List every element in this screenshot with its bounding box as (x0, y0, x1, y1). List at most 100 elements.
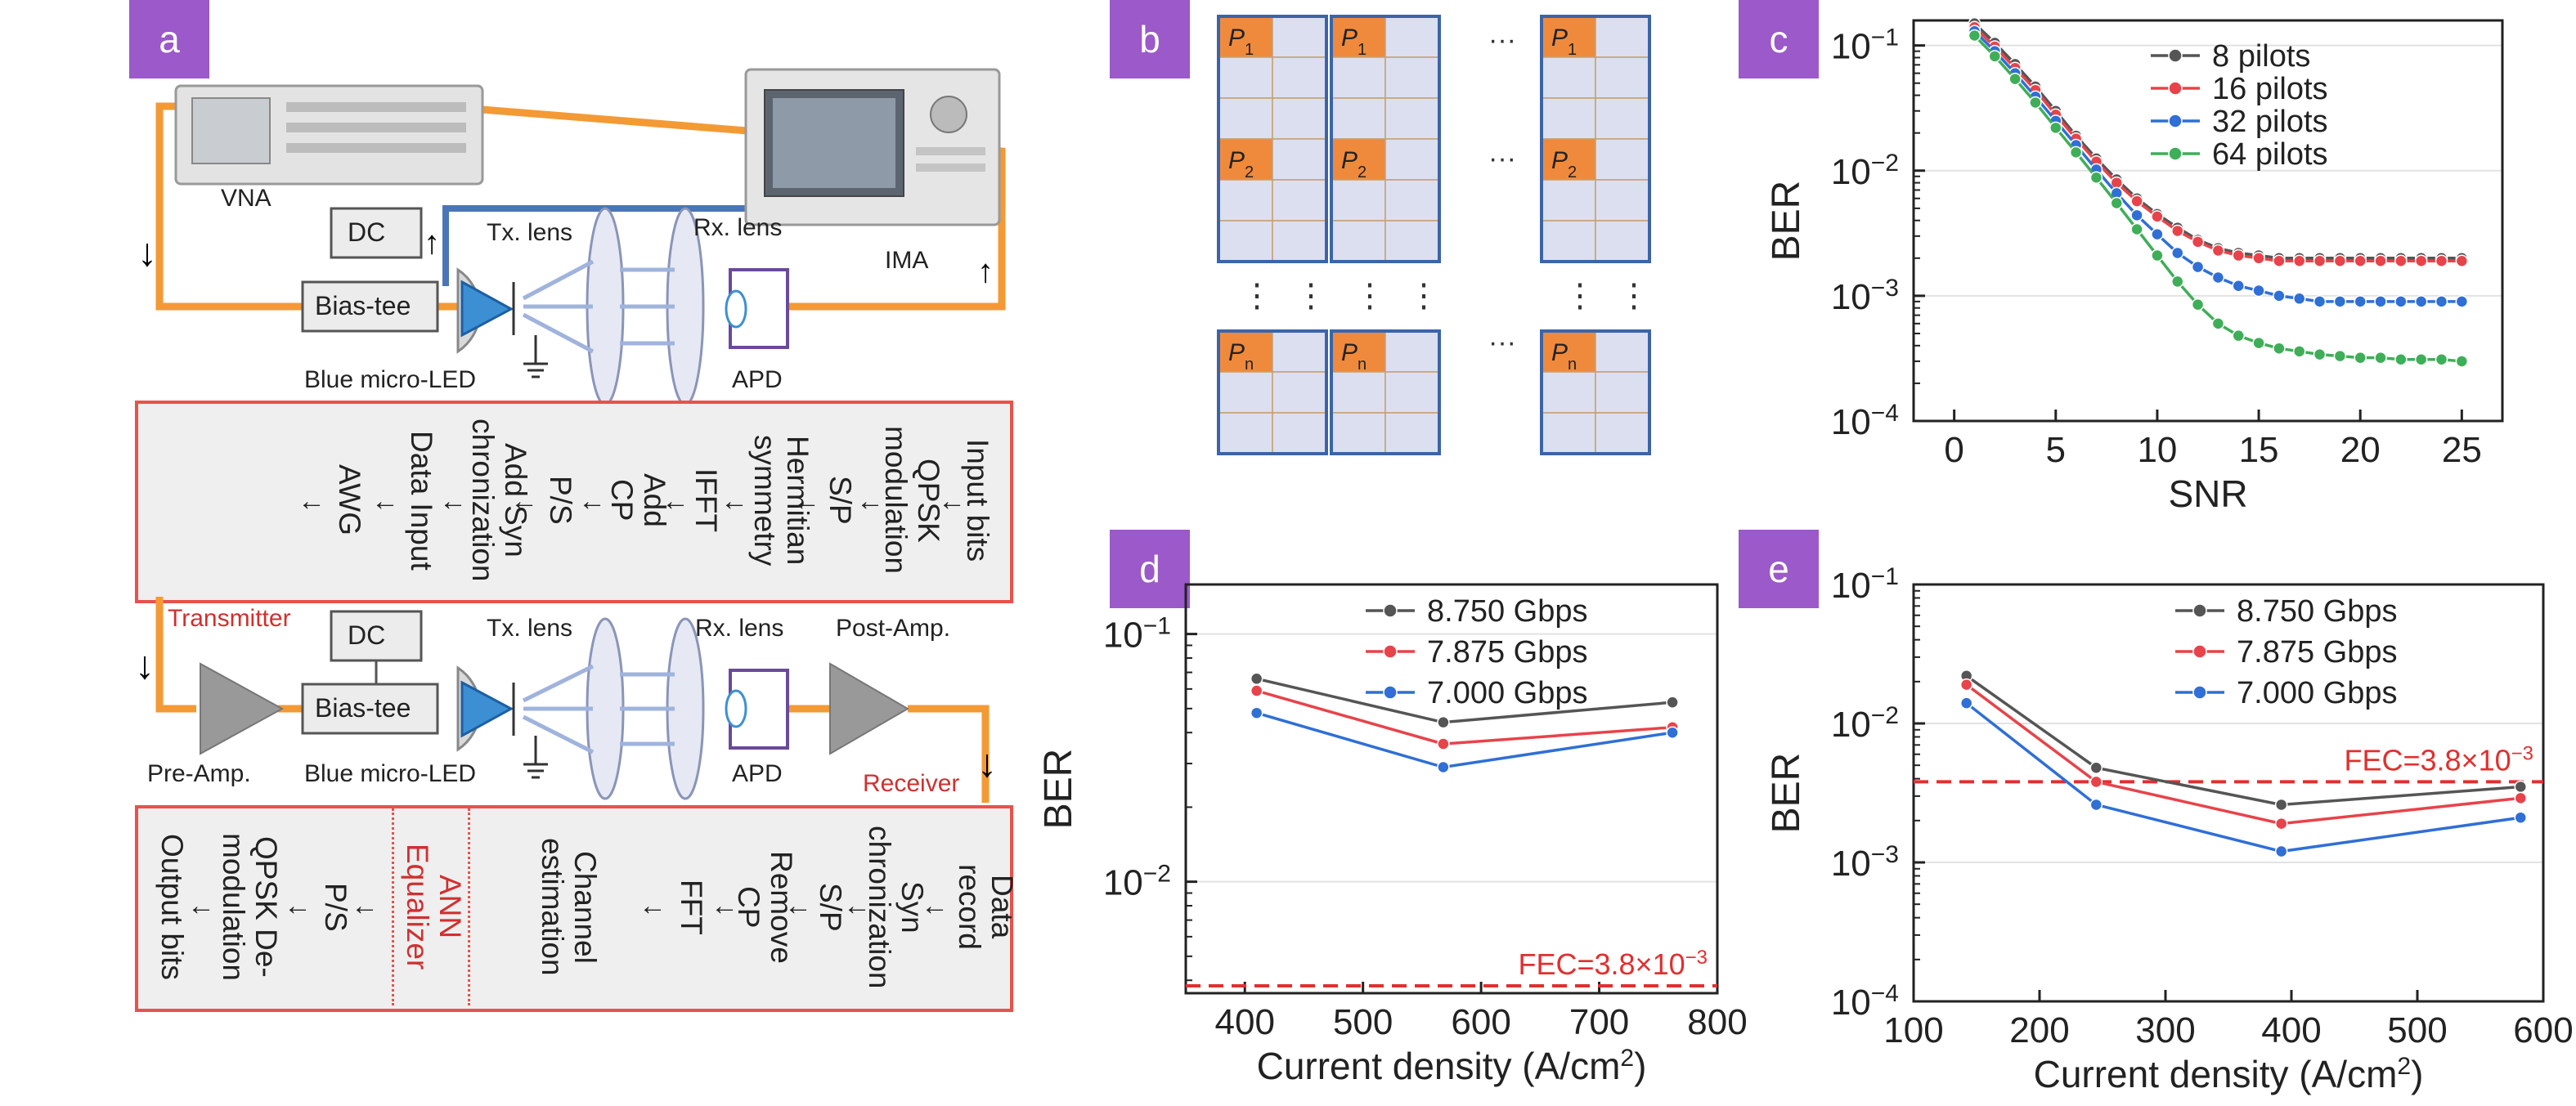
x-tick-label: 500 (2387, 1010, 2447, 1050)
ima-label: IMA (885, 247, 929, 274)
y-axis-label: BER (1037, 749, 1080, 830)
data-point (2151, 227, 2164, 241)
data-point (2049, 121, 2062, 135)
data-point (2354, 295, 2367, 308)
grid-cell (1384, 330, 1440, 373)
blue-led-label-top: Blue micro-LED (304, 366, 477, 393)
tx-step-hermitian-symmetry: Hermitian symmetry (748, 434, 815, 566)
data-point (2273, 289, 2286, 302)
data-point (2414, 254, 2428, 267)
x-tick-label: 600 (1451, 1002, 1510, 1042)
data-point (2414, 295, 2428, 308)
data-point (2089, 775, 2103, 789)
rx-step-channel-estimation: Channel estimation (536, 838, 602, 976)
pilot-cell (1218, 330, 1273, 373)
grid-block-border (1540, 329, 1651, 455)
grid-cell (1272, 179, 1327, 222)
tx-lens-label-top: Tx. lens (487, 219, 573, 246)
data-point (2354, 254, 2367, 267)
transmitter-label: Transmitter (168, 605, 291, 632)
orange-fiber-left (155, 102, 303, 311)
vna-instrument (174, 84, 484, 186)
pre-amp-label: Pre-Amp. (147, 760, 251, 787)
rx-arrow-4: ← (711, 890, 738, 921)
arrow-down-left: ↓ (137, 231, 157, 275)
grid-block-border (1330, 329, 1441, 455)
ann-divider-right (468, 808, 470, 1005)
data-point (2292, 292, 2306, 306)
grid-cell (1541, 220, 1596, 262)
data-point (2333, 349, 2347, 363)
legend-marker (1383, 644, 1398, 659)
rx-arrow-3: ← (784, 890, 812, 921)
panel-label-d: d (1110, 530, 1190, 608)
y-tick-label: 10−2 (1831, 702, 1899, 746)
data-point (1250, 706, 1263, 719)
apd-lens-mid (725, 689, 747, 728)
grid-cell (1541, 56, 1596, 99)
x-tick-label: 20 (2340, 430, 2381, 470)
rx-step-ann-equalizer: ANN Equalizer (401, 844, 467, 970)
data-point (2435, 295, 2448, 308)
data-point (2435, 353, 2448, 366)
dc-label-mid: DC (348, 620, 386, 650)
grid-cell (1331, 220, 1386, 262)
x-tick-label: 200 (2009, 1010, 2069, 1050)
ima-instrument (744, 68, 1001, 226)
x-tick-label: 25 (2442, 430, 2482, 470)
tx-arrow-5: ← (662, 486, 689, 517)
horizontal-ellipsis: ··· (1488, 25, 1516, 56)
data-point (2514, 780, 2528, 794)
grid-cell (1384, 97, 1440, 140)
arrow-up-right: ↑ (977, 253, 994, 289)
y-tick-label: 10−1 (1831, 563, 1899, 607)
data-point (1250, 684, 1263, 697)
x-tick-label: 400 (1215, 1002, 1275, 1042)
data-point (2274, 817, 2288, 831)
data-point (2191, 298, 2205, 311)
legend-label: 16 pilots (2212, 72, 2328, 106)
pilot-label: P1 (1341, 25, 1367, 59)
data-point (2374, 295, 2387, 308)
data-point (2394, 254, 2408, 267)
vertical-ellipsis: ⋮ (1353, 278, 1386, 314)
data-point (2089, 761, 2103, 774)
data-point (2414, 353, 2428, 366)
tx-step-s-p: S/P (824, 476, 857, 525)
grid-block-border (1217, 15, 1328, 263)
legend-marker (2192, 644, 2207, 659)
data-point (2130, 208, 2143, 222)
pilot-label: Pn (1228, 339, 1254, 374)
grid-cell (1595, 138, 1650, 181)
data-point (2313, 347, 2327, 361)
x-axis-label: Current density (A/cm2) (1257, 1045, 1647, 1088)
x-axis-label: SNR (2168, 472, 2247, 515)
grid-cell (1595, 371, 1650, 414)
legend-label: 8 pilots (2212, 39, 2310, 74)
grid-cell (1331, 56, 1386, 99)
pilot-label: P1 (1551, 25, 1577, 59)
arrow-down-tx: ↓ (135, 644, 155, 687)
orange-fiber-rx2 (908, 705, 990, 803)
data-point (2514, 791, 2528, 805)
grid-cell (1218, 371, 1273, 414)
y-tick-label: 10−3 (1831, 841, 1899, 884)
data-point (2455, 254, 2469, 267)
vertical-ellipsis: ⋮ (1407, 278, 1440, 314)
data-point (1250, 672, 1263, 686)
rx-step-sync: Syn chronization (863, 825, 929, 989)
grid-cell (1595, 330, 1650, 373)
x-tick-label: 300 (2135, 1010, 2195, 1050)
data-point (2171, 246, 2184, 260)
dc-label-top: DC (348, 217, 386, 247)
light-beams-mid (522, 664, 675, 754)
legend-label: 8.750 Gbps (2237, 594, 2397, 629)
grid-cell (1218, 179, 1273, 222)
tx-step-add-sync: Add Syn chronization (466, 419, 532, 582)
post-amp-label: Post-Amp. (836, 615, 951, 642)
data-point (1437, 737, 1450, 750)
x-tick-label: 100 (1883, 1010, 1943, 1050)
grid-block-border (1217, 329, 1328, 455)
legend-marker (1383, 685, 1398, 700)
rx-step-s-p: S/P (814, 882, 847, 932)
